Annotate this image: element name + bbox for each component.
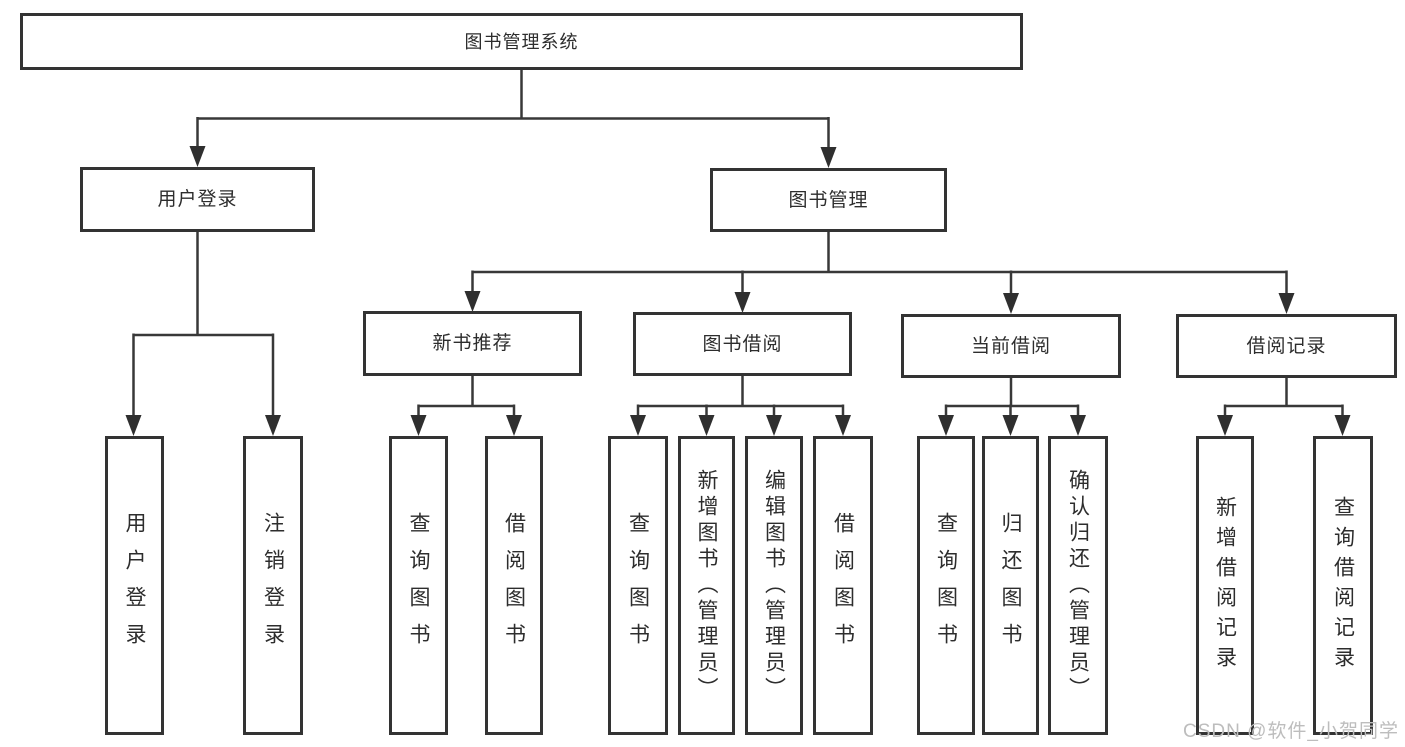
leaf-add-books-admin: 新增图书（管理员） xyxy=(678,436,735,735)
leaf-logout: 注销登录 xyxy=(243,436,303,735)
watermark-text: CSDN @软件_小贺同学 xyxy=(1183,721,1399,742)
node-borrow-records: 借阅记录 xyxy=(1176,314,1397,378)
leaf-add-borrow-record: 新增借阅记录 xyxy=(1196,436,1254,735)
arrowheads xyxy=(125,146,1351,436)
node-current-borrow: 当前借阅 xyxy=(901,314,1121,378)
leaf-query-books-recommend: 查询图书 xyxy=(389,436,448,735)
node-book-borrow: 图书借阅 xyxy=(633,312,852,376)
node-user-login: 用户登录 xyxy=(80,167,315,232)
leaf-return-books: 归还图书 xyxy=(982,436,1039,735)
leaf-borrow-books-recommend: 借阅图书 xyxy=(485,436,543,735)
leaf-query-borrow-record: 查询借阅记录 xyxy=(1313,436,1373,735)
node-library-management-system: 图书管理系统 xyxy=(20,13,1023,70)
leaf-edit-books-admin: 编辑图书（管理员） xyxy=(745,436,803,735)
node-book-management: 图书管理 xyxy=(710,168,947,232)
leaf-borrow-books: 借阅图书 xyxy=(813,436,873,735)
leaf-query-books-borrow: 查询图书 xyxy=(608,436,668,735)
node-new-book-recommend: 新书推荐 xyxy=(363,311,582,376)
leaf-confirm-return-admin: 确认归还（管理员） xyxy=(1048,436,1108,735)
leaf-user-login: 用户登录 xyxy=(105,436,164,735)
leaf-query-books-current: 查询图书 xyxy=(917,436,975,735)
